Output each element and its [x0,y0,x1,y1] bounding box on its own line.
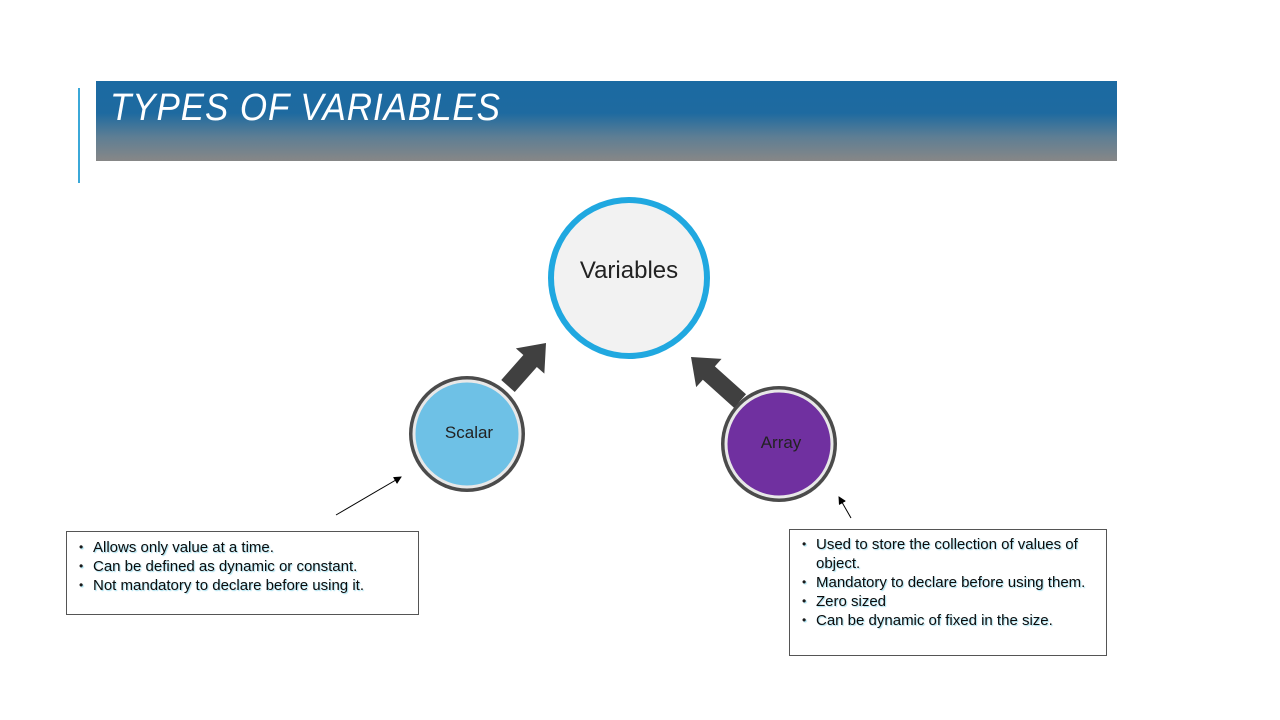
scalar-description-box: Allows only value at a time.Can be defin… [66,531,419,615]
note-item: Mandatory to declare before using them. [796,573,1100,592]
scalar-node: Scalar [409,376,525,492]
accent-line [78,88,80,183]
scalar-label: Scalar [445,423,494,442]
array-pointer-arrow [838,496,852,519]
array-label: Array [761,433,802,452]
variables-label: Variables [580,257,678,284]
note-item: Not mandatory to declare before using it… [73,576,412,595]
variables-node: Variables [547,196,711,360]
scalar-notes-list: Allows only value at a time.Can be defin… [73,538,412,595]
slide-title: TYPES OF VARIABLES [110,87,501,129]
note-item: Can be dynamic of fixed in the size. [796,611,1100,630]
array-node: Array [721,386,837,502]
scalar-pointer-arrow [335,476,402,516]
note-item: Used to store the collection of values o… [796,535,1100,573]
array-notes-list: Used to store the collection of values o… [796,535,1100,630]
note-item: Allows only value at a time. [73,538,412,557]
array-description-box: Used to store the collection of values o… [789,529,1107,656]
scalar-to-variables-arrow [501,343,546,392]
array-to-variables-arrow [691,357,747,408]
title-bar: TYPES OF VARIABLES [96,81,1117,161]
note-item: Can be defined as dynamic or constant. [73,557,412,576]
note-item: Zero sized [796,592,1100,611]
